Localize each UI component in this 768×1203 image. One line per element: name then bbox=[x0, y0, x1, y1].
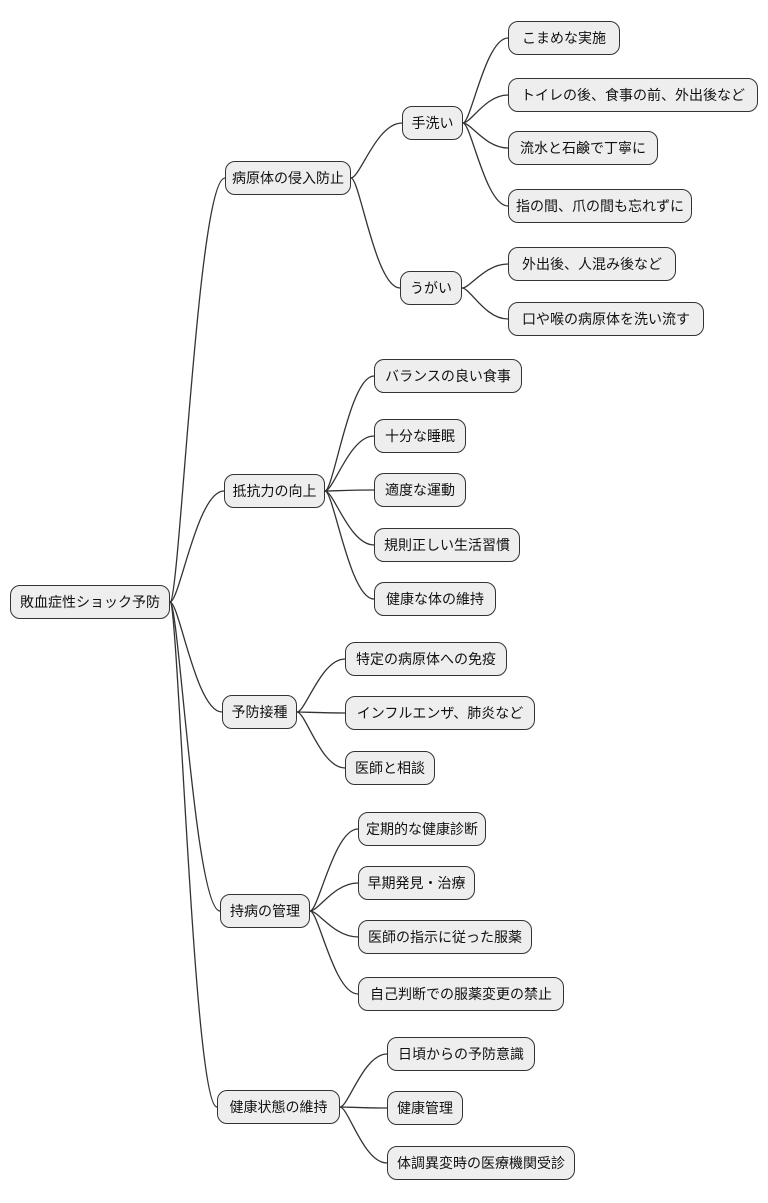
node-gargling: うがい bbox=[400, 271, 462, 305]
leaf-immunity-to-specific-pathogens: 特定の病原体への免疫 bbox=[345, 642, 507, 676]
leaf-early-detection-treatment: 早期発見・治療 bbox=[358, 866, 475, 900]
leaf-rinse-mouth-throat-pathogens: 口や喉の病原体を洗い流す bbox=[508, 302, 704, 336]
leaf-sufficient-sleep: 十分な睡眠 bbox=[374, 419, 466, 453]
branch-pathogen-invasion-prevention: 病原体の侵入防止 bbox=[225, 161, 351, 195]
leaf-consult-doctor: 医師と相談 bbox=[345, 751, 435, 785]
node-hand-washing: 手洗い bbox=[402, 106, 463, 140]
branch-vaccination: 予防接種 bbox=[222, 695, 297, 729]
leaf-after-outing-after-crowds: 外出後、人混み後など bbox=[508, 247, 676, 281]
leaf-regular-lifestyle-habits: 規則正しい生活習慣 bbox=[374, 528, 520, 562]
branch-health-condition-maintenance: 健康状態の維持 bbox=[217, 1090, 340, 1124]
branch-chronic-disease-management: 持病の管理 bbox=[220, 894, 310, 928]
leaf-influenza-pneumonia: インフルエンザ、肺炎など bbox=[345, 696, 535, 730]
leaf-daily-prevention-awareness: 日頃からの予防意識 bbox=[387, 1037, 535, 1071]
leaf-healthy-body-maintenance: 健康な体の維持 bbox=[374, 582, 496, 616]
leaf-regular-health-checkups: 定期的な健康診断 bbox=[358, 812, 486, 846]
branch-resistance-improvement: 抵抗力の向上 bbox=[224, 474, 325, 508]
leaf-balanced-diet: バランスの良い食事 bbox=[374, 359, 522, 393]
leaf-medication-as-directed: 医師の指示に従った服薬 bbox=[358, 920, 532, 954]
leaf-see-doctor-when-unwell: 体調異変時の医療機関受診 bbox=[387, 1146, 575, 1180]
leaf-after-toilet-before-meals-after-outing: トイレの後、食事の前、外出後など bbox=[508, 78, 758, 112]
leaf-moderate-exercise: 適度な運動 bbox=[374, 473, 466, 507]
root-node-septic-shock-prevention: 敗血症性ショック予防 bbox=[10, 585, 170, 619]
leaf-health-management: 健康管理 bbox=[387, 1091, 463, 1125]
leaf-running-water-and-soap: 流水と石鹸で丁寧に bbox=[508, 131, 658, 165]
leaf-no-self-directed-medication-changes: 自己判断での服薬変更の禁止 bbox=[358, 977, 564, 1011]
leaf-between-fingers-and-nails: 指の間、爪の間も忘れずに bbox=[508, 189, 692, 223]
leaf-frequent-practice: こまめな実施 bbox=[508, 21, 620, 55]
